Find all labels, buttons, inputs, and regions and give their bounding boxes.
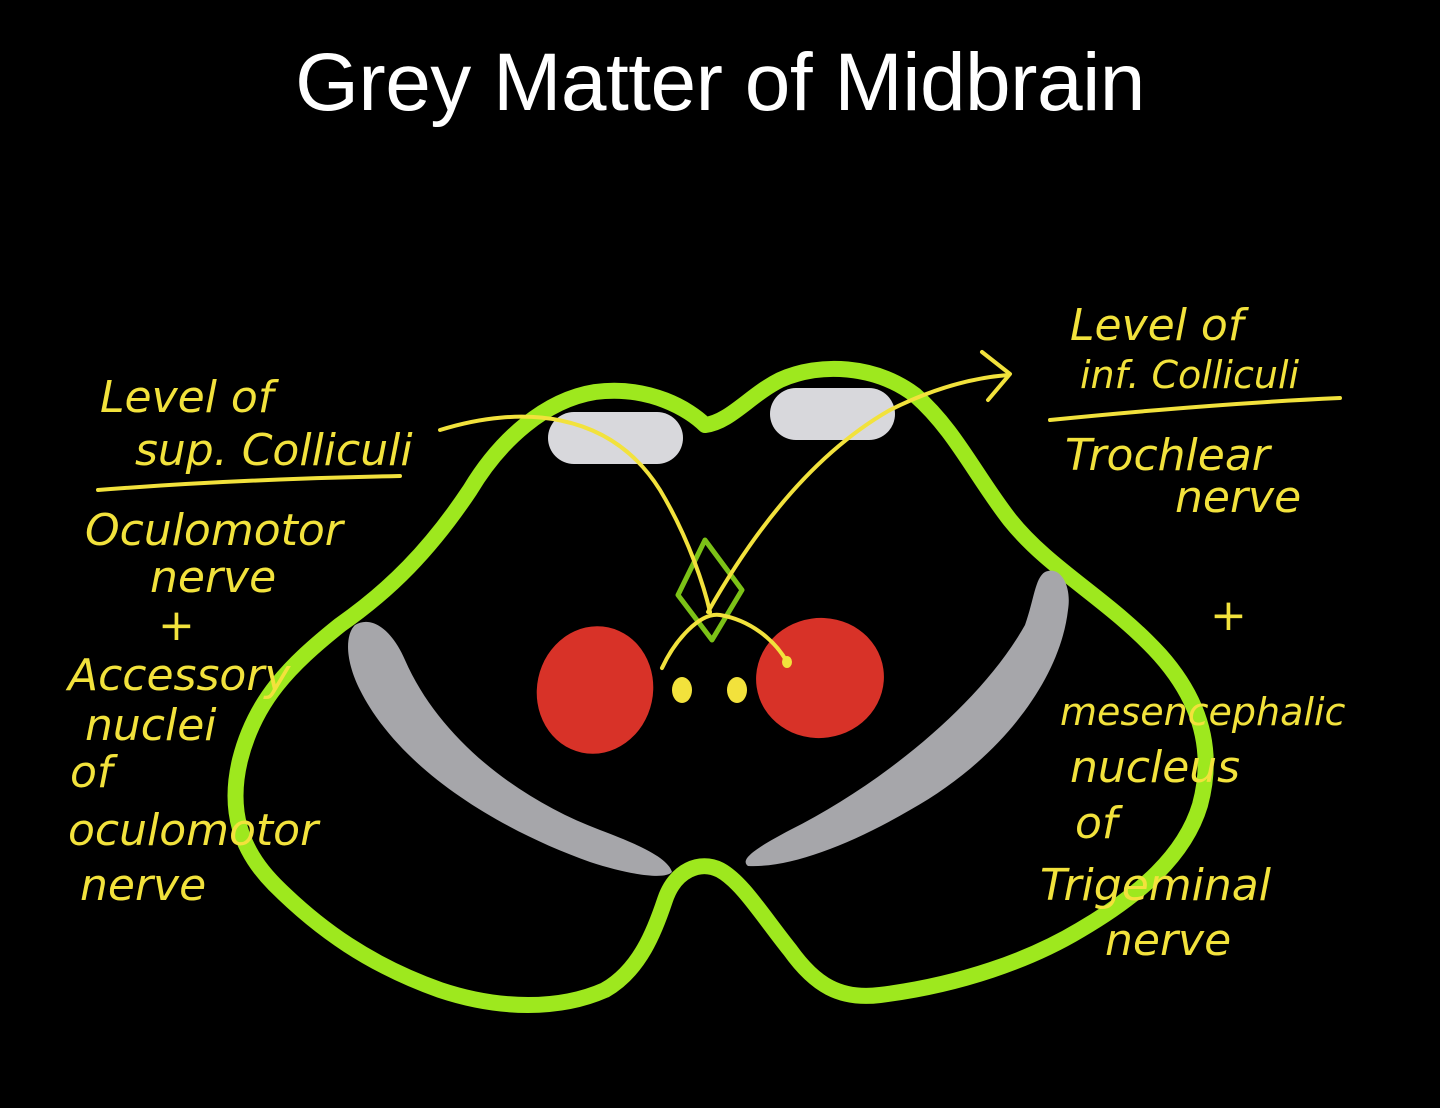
left-label-line1: Oculomotor — [85, 505, 346, 556]
red-nucleus-left — [536, 626, 654, 754]
right-heading-line1: Level of — [1070, 300, 1250, 351]
right-label-line5: of — [1075, 798, 1124, 849]
left-label-plus: + — [158, 600, 195, 651]
right-label-line4: nucleus — [1070, 742, 1240, 793]
left-heading-underline — [96, 474, 402, 492]
superior-colliculus-grey-left — [548, 412, 683, 464]
superior-colliculus-grey-right — [770, 388, 895, 440]
right-label-line3: mesencephalic — [1060, 690, 1346, 734]
red-nucleus-right — [756, 617, 884, 739]
slide-title: Grey Matter of Midbrain — [295, 37, 1145, 128]
pointer-line-oculomotor-fibers — [660, 612, 789, 670]
left-label-line4: nuclei — [85, 700, 217, 751]
cerebral-aqueduct — [675, 537, 745, 643]
right-label-line1: Trochlear — [1065, 430, 1273, 481]
right-label-line2: nerve — [1175, 472, 1301, 523]
oculomotor-nucleus-left — [672, 677, 692, 703]
arrow-head-icon — [980, 350, 1012, 402]
right-heading-line2: inf. Colliculi — [1080, 353, 1299, 397]
left-label-line7: nerve — [80, 860, 206, 911]
fiber-end-dot — [782, 656, 792, 668]
left-label-line3: Accessory — [65, 650, 291, 701]
pointer-line-superior-colliculi — [438, 414, 712, 614]
left-label-line5: of — [70, 747, 119, 798]
substantia-nigra-left — [348, 621, 672, 876]
oculomotor-nucleus-right — [727, 677, 747, 703]
left-label-line2: nerve — [150, 552, 276, 603]
right-heading-underline — [1048, 396, 1342, 422]
right-label-plus: + — [1210, 590, 1247, 641]
midbrain-outline — [227, 360, 1214, 1013]
right-label-line7: nerve — [1105, 915, 1231, 966]
pointer-line-inferior-colliculi — [706, 373, 1010, 614]
left-heading-line1: Level of — [100, 372, 280, 423]
left-label-line6: oculomotor — [68, 805, 321, 856]
left-heading-line2: sup. Colliculi — [135, 425, 413, 476]
substantia-nigra-right — [745, 570, 1069, 867]
right-label-line6: Trigeminal — [1040, 860, 1272, 911]
